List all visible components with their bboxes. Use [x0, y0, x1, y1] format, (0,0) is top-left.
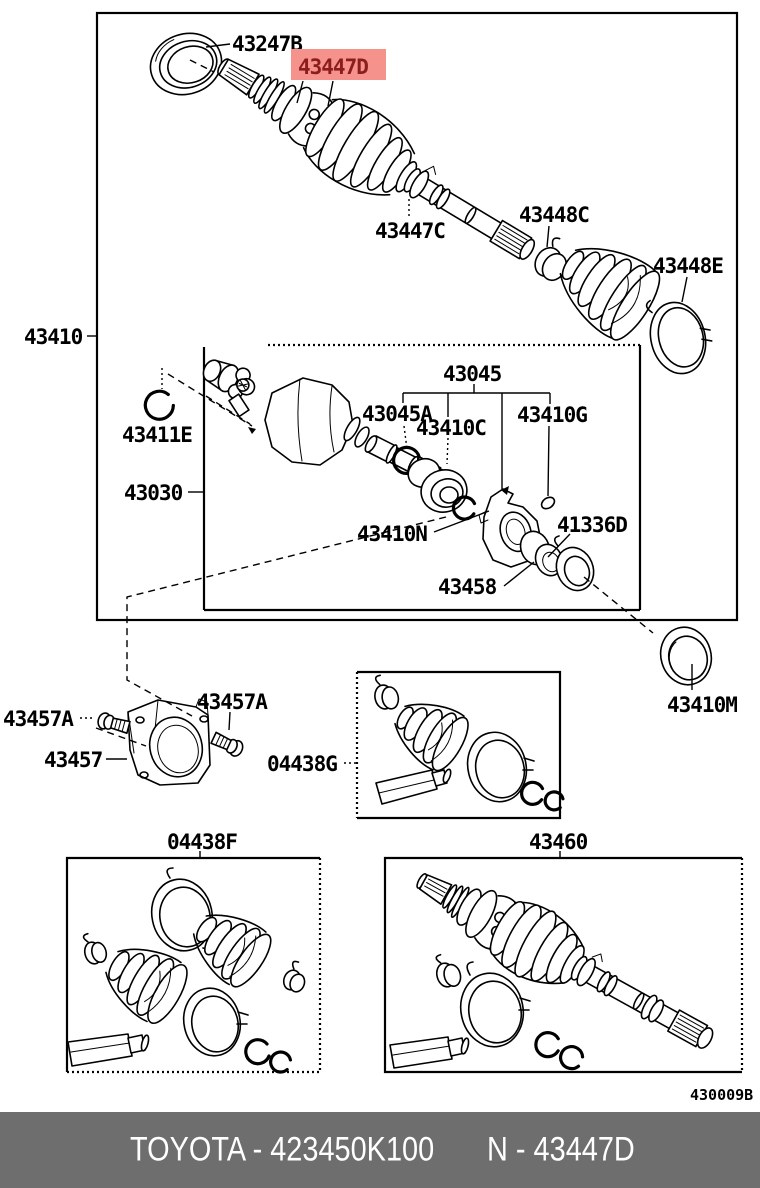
bearing-bracket-drawing: [97, 698, 244, 786]
footer-assembly-code: TOYOTA - 423450K100: [130, 1130, 435, 1169]
inboard-boot-drawing: [559, 247, 661, 341]
label-43457A-left[interactable]: 43457A: [3, 707, 75, 731]
footer-bar: TOYOTA - 423450K100 N - 43447D: [0, 1112, 760, 1188]
label-43410G[interactable]: 43410G: [517, 403, 588, 427]
leader-lines: [80, 43, 693, 858]
label-43457[interactable]: 43457: [44, 748, 104, 772]
label-43045A[interactable]: 43045A: [362, 402, 434, 426]
label-43410[interactable]: 43410: [24, 325, 84, 349]
grease-tube-f: [67, 1033, 133, 1067]
outboard-joint-kit-contents: [389, 873, 714, 1071]
label-43411E[interactable]: 43411E: [122, 423, 193, 447]
front-oil-seal-drawing: [149, 32, 223, 96]
label-43410M[interactable]: 43410M: [667, 693, 738, 717]
bracket-bolt-left-drawing: [97, 712, 131, 734]
label-43448C[interactable]: 43448C: [519, 203, 590, 227]
inner-snap-ring-drawing: [143, 389, 175, 421]
highlighted-part-box: [291, 49, 386, 80]
rear-oil-seal-drawing: [659, 626, 713, 686]
label-41336D[interactable]: 41336D: [557, 513, 628, 537]
boot-kit-f-contents: [67, 867, 306, 1074]
label-43447D-highlighted[interactable]: 43447D: [298, 55, 369, 79]
grease-tube-outboard: [389, 1036, 453, 1069]
bracket-bolt-right-drawing: [210, 731, 244, 757]
label-43410C[interactable]: 43410C: [416, 416, 487, 440]
label-04438G[interactable]: 04438G: [267, 752, 338, 776]
diagram-canvas: 43247B 43447D 43447C 43448C 43448E 43410…: [3, 11, 753, 1104]
part-labels: 43247B 43447D 43447C 43448C 43448E 43410…: [3, 32, 753, 1104]
outboard-joint-shaft-drawing: [217, 58, 536, 260]
label-43410N[interactable]: 43410N: [357, 522, 428, 546]
label-04438F[interactable]: 04438F: [167, 830, 238, 854]
inner-assembly-box: [202, 345, 642, 612]
boot-kit-g-contents: [374, 674, 565, 812]
bearing-drawing: [407, 457, 477, 521]
label-43045[interactable]: 43045: [443, 362, 503, 386]
outboard-joint-box: [383, 856, 742, 1074]
label-43448E[interactable]: 43448E: [653, 254, 724, 278]
diagram-frames: [65, 11, 744, 1074]
label-43447C[interactable]: 43447C: [375, 219, 446, 243]
boot-kit-f-box: [65, 856, 320, 1072]
boot-kit-g-box: [357, 670, 562, 820]
label-43458[interactable]: 43458: [438, 575, 498, 599]
label-43460[interactable]: 43460: [529, 830, 589, 854]
dust-seal-drawing: [553, 535, 595, 592]
drawing-code: 430009B: [690, 1086, 753, 1104]
inboard-clamp-large-drawing: [645, 299, 713, 375]
tripod-drawing: [202, 359, 256, 434]
plug-drawing: [540, 496, 556, 510]
label-43457A-right[interactable]: 43457A: [197, 690, 269, 714]
footer-part-code: N - 43447D: [487, 1130, 635, 1169]
outer-assembly-box: [95, 11, 739, 622]
label-43030[interactable]: 43030: [124, 481, 184, 505]
